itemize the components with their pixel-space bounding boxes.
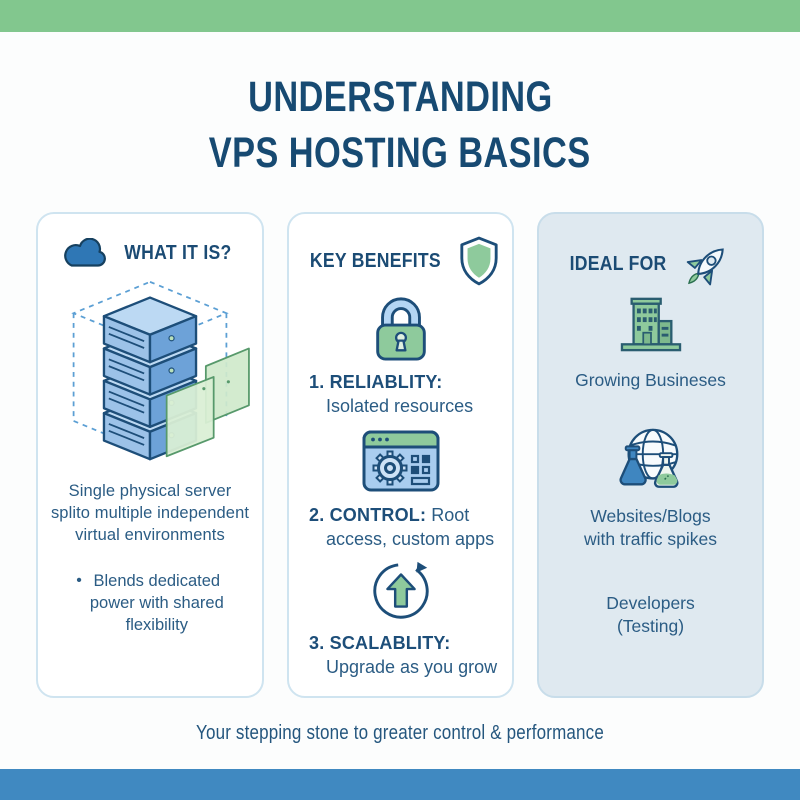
ideal-item-line: Growing Busineses — [575, 370, 726, 390]
what-description: Single physical server splito multiple i… — [38, 480, 262, 546]
ideal-item-line: (Testing) — [616, 616, 685, 636]
bullet-dot: • — [76, 572, 82, 589]
card-what-it-is: WHAT IT IS? — [36, 212, 264, 698]
footer: Your stepping stone to greater control &… — [0, 722, 800, 745]
benefit-label: 3. SCALABLITY: — [309, 633, 451, 653]
card-what-header-label: WHAT IT IS? — [123, 242, 232, 264]
card-what-header: WHAT IT IS? — [38, 238, 262, 269]
what-description-line: splito multiple independent — [50, 504, 250, 522]
benefit-label: 2. CONTROL: — [309, 505, 427, 525]
card-benefits-header-label: KEY BENEFITS — [309, 249, 441, 272]
rocket-icon — [682, 236, 738, 292]
settings-window-icon — [289, 430, 512, 492]
server-stack-illustration — [38, 276, 262, 468]
footer-tagline: Your stepping stone to greater control &… — [196, 722, 604, 744]
upgrade-arrow-icon — [289, 558, 512, 624]
benefit-desc: Root access, custom apps — [326, 505, 495, 549]
ideal-item-line: with traffic spikes — [584, 529, 717, 549]
ideal-item-websites-blogs: Websites/Blogs with traffic spikes — [539, 505, 762, 551]
card-benefits-header: KEY BENEFITS — [289, 236, 512, 286]
ideal-item-line: Websites/Blogs — [590, 506, 711, 526]
card-ideal-for: IDEAL FOR — [537, 212, 764, 698]
top-accent-bar — [0, 0, 800, 32]
benefit-item-scalability: 3. SCALABLITY: Upgrade as you grow — [309, 631, 505, 679]
building-icon — [539, 294, 762, 354]
ideal-item-developers: Developers (Testing) — [539, 592, 762, 638]
what-description-line: Single physical server — [68, 482, 232, 500]
benefit-desc: Isolated resources — [326, 396, 474, 416]
shield-icon — [458, 236, 500, 286]
what-bullet-line: power with shared — [89, 594, 224, 612]
what-bullet-line: flexibility — [125, 616, 188, 634]
what-bullet-point: • Blends dedicated power with shared fle… — [38, 570, 262, 636]
ideal-item-growing-businesses: Growing Busineses — [539, 369, 762, 392]
what-bullet-line: Blends dedicated — [93, 572, 221, 590]
page-title-line-2: VPS HOSTING BASICS — [209, 129, 591, 177]
card-key-benefits: KEY BENEFITS 1. RELIABLITY: Isolated res… — [287, 212, 514, 698]
cloud-icon — [62, 238, 108, 269]
card-ideal-header: IDEAL FOR — [539, 236, 762, 292]
page-title: UNDERSTANDING VPS HOSTING BASICS — [0, 74, 800, 186]
card-ideal-header-label: IDEAL FOR — [569, 252, 667, 275]
what-description-line: virtual environments — [75, 526, 225, 544]
ideal-item-line: Developers — [606, 593, 695, 613]
page-title-line-1: UNDERSTANDING — [247, 73, 553, 121]
benefit-item-control: 2. CONTROL: Root access, custom apps — [309, 503, 505, 551]
bottom-accent-bar — [0, 769, 800, 800]
globe-flasks-icon — [539, 425, 762, 495]
padlock-icon — [289, 294, 512, 362]
benefit-item-reliability: 1. RELIABLITY: Isolated resources — [309, 370, 505, 418]
benefit-desc: Upgrade as you grow — [326, 657, 498, 677]
benefit-label: 1. RELIABLITY: — [309, 372, 443, 392]
